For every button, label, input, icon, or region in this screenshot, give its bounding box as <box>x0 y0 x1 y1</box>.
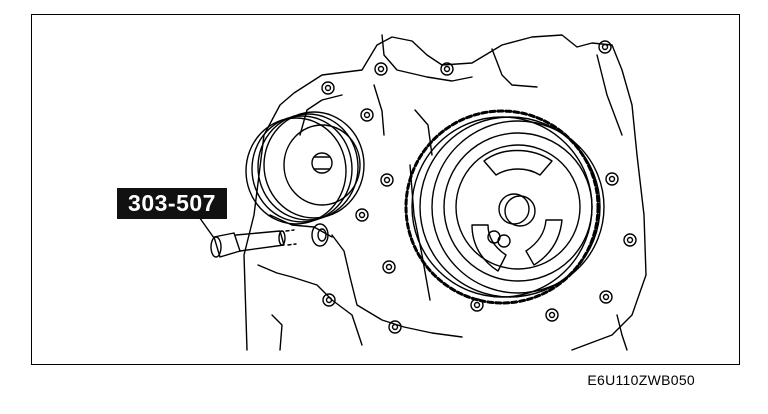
idler-pulley <box>245 111 365 225</box>
cover-bolts <box>321 40 637 334</box>
special-service-tool-303-507 <box>191 206 329 258</box>
illustration-frame: 303-507 <box>31 14 740 365</box>
engine-block-outline <box>243 34 647 351</box>
figure-id-label: E6U110ZWB050 <box>587 372 695 388</box>
crankshaft-pulley <box>404 109 605 305</box>
tool-number-callout: 303-507 <box>117 188 227 219</box>
engine-front-illustration <box>191 34 647 351</box>
